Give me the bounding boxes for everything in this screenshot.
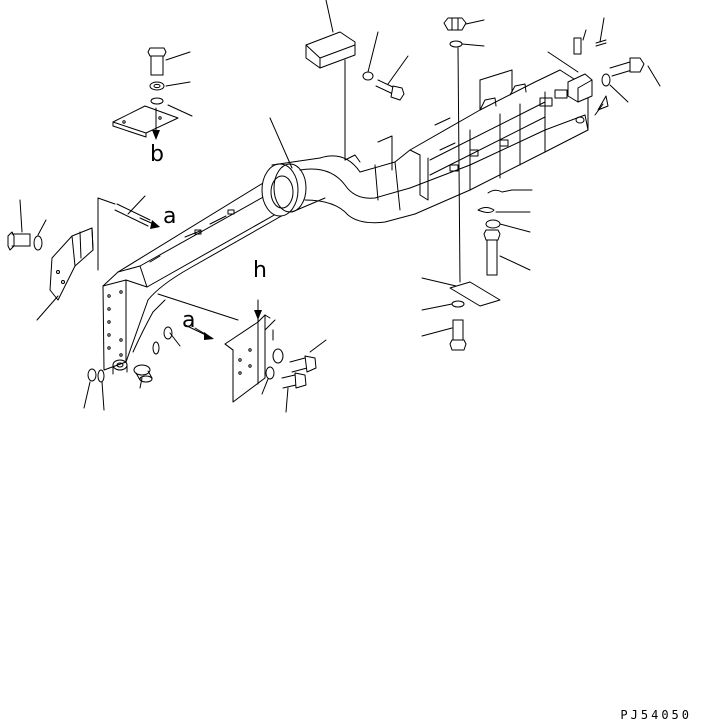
bolt-top-left — [147, 47, 167, 76]
ref-letter-a-left: a — [163, 204, 177, 229]
washer-mid-2 — [163, 326, 173, 340]
direction-arrows — [139, 107, 262, 340]
bolt-lower-left — [133, 364, 153, 383]
washer-top-left — [149, 81, 165, 91]
left-end-cover — [49, 227, 94, 301]
lower-bracket-plate — [224, 314, 271, 403]
washer-lower-right — [272, 348, 284, 364]
main-frame-beam — [102, 179, 293, 375]
washer-mid-1 — [152, 341, 160, 355]
frame-flange-joint — [261, 157, 326, 217]
fasteners — [7, 17, 645, 389]
bolt-bottom — [449, 319, 467, 351]
washer-center-top — [362, 71, 374, 81]
long-bolt — [483, 229, 501, 276]
clip-upper — [487, 189, 513, 194]
washer-lower-left — [87, 368, 97, 382]
bolt-lower-right-2 — [281, 372, 307, 389]
bolt-center-top — [375, 79, 405, 101]
washer-left — [33, 235, 43, 251]
nut-top — [443, 17, 467, 31]
drawing-code: PJ54050 — [620, 708, 692, 722]
rear-frame-box — [409, 69, 589, 215]
center-top-bracket — [305, 31, 356, 161]
frame-cranked-section — [299, 135, 421, 224]
washer-long-bolt — [485, 219, 501, 229]
clip-lower — [477, 207, 495, 213]
bolt-left — [7, 231, 31, 251]
bottom-plate — [449, 281, 501, 307]
top-cover-plate — [112, 105, 179, 138]
ref-letter-a-right: a — [182, 308, 196, 333]
ref-letter-b-top: b — [150, 142, 164, 167]
rear-mount-bracket — [567, 37, 609, 116]
bolt-rear-right — [609, 57, 645, 77]
leader-lines — [19, 0, 661, 413]
washer-rear-right — [601, 73, 611, 87]
bolt-lower-right-1 — [289, 355, 317, 373]
assembly-guide-lines — [97, 197, 239, 321]
ref-letter-b-bottom: h — [253, 258, 267, 283]
washer-top — [449, 40, 463, 48]
washer-bottom — [451, 300, 465, 308]
